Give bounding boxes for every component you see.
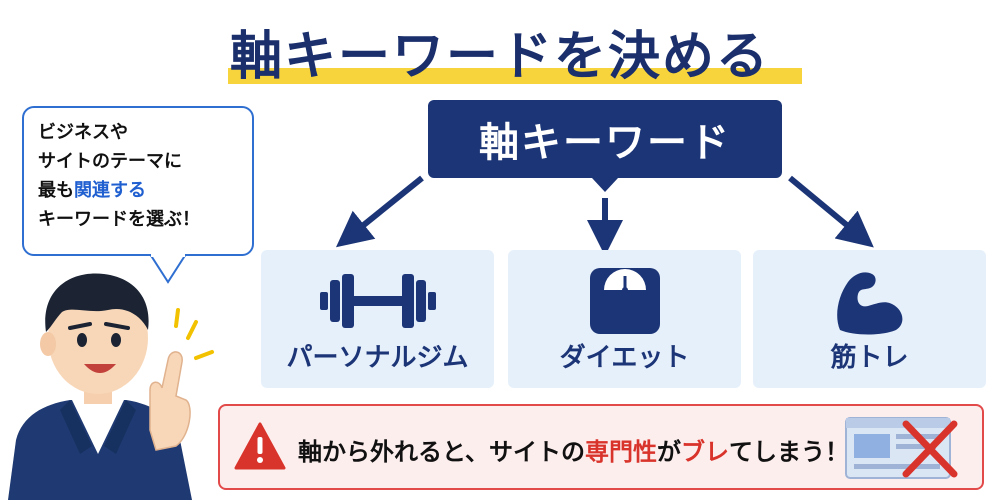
businessman-illustration	[8, 273, 214, 500]
bubble-tail	[150, 254, 187, 284]
dumbbell-icon	[319, 274, 436, 328]
warning-highlight-blur: ブレ	[681, 438, 730, 466]
bubble-highlight: 関連する	[74, 180, 146, 201]
warning-text: 軸から外れると、サイトの専門性がブレてしまう！	[298, 432, 849, 467]
title-highlight	[228, 68, 802, 84]
card-label: 筋トレ	[830, 343, 909, 373]
title-area: 軸キーワードを決める	[0, 8, 1000, 88]
scale-icon	[589, 268, 660, 334]
center-notch	[592, 178, 618, 192]
bubble-line-4: キーワードを選ぶ！	[38, 209, 200, 230]
warning-banner: 軸から外れると、サイトの専門性がブレてしまう！	[218, 404, 984, 490]
warning-text-mid: が	[657, 438, 682, 466]
bubble-line-1: ビジネスや	[38, 122, 128, 143]
warning-icon	[234, 422, 286, 470]
card-label: パーソナルジム	[286, 343, 469, 373]
axis-keyword-box: 軸キーワード	[428, 100, 782, 178]
card-diet: ダイエット	[508, 250, 741, 388]
card-personal-gym: パーソナルジム	[261, 250, 494, 388]
speech-bubble: ビジネスや サイトのテーマに 最も関連する キーワードを選ぶ！	[22, 106, 254, 256]
bubble-line-3: 最も関連する	[38, 176, 238, 205]
card-muscle-training: 筋トレ	[753, 250, 986, 388]
broken-browser-icon	[845, 417, 958, 479]
bubble-line-3-prefix: 最も	[38, 180, 74, 201]
warning-text-suffix: てしまう！	[729, 438, 850, 466]
warning-highlight-expertise: 専門性	[585, 438, 658, 466]
page-title: 軸キーワードを決める	[229, 27, 770, 87]
arrow-right	[788, 175, 874, 248]
axis-keyword-label: 軸キーワード	[479, 120, 731, 166]
warning-text-prefix: 軸から外れると、サイトの	[298, 438, 586, 466]
arrow-left	[335, 175, 424, 248]
flexed-bicep-icon	[836, 272, 902, 335]
bubble-line-2: サイトのテーマに	[38, 151, 182, 172]
card-label: ダイエット	[559, 343, 690, 373]
